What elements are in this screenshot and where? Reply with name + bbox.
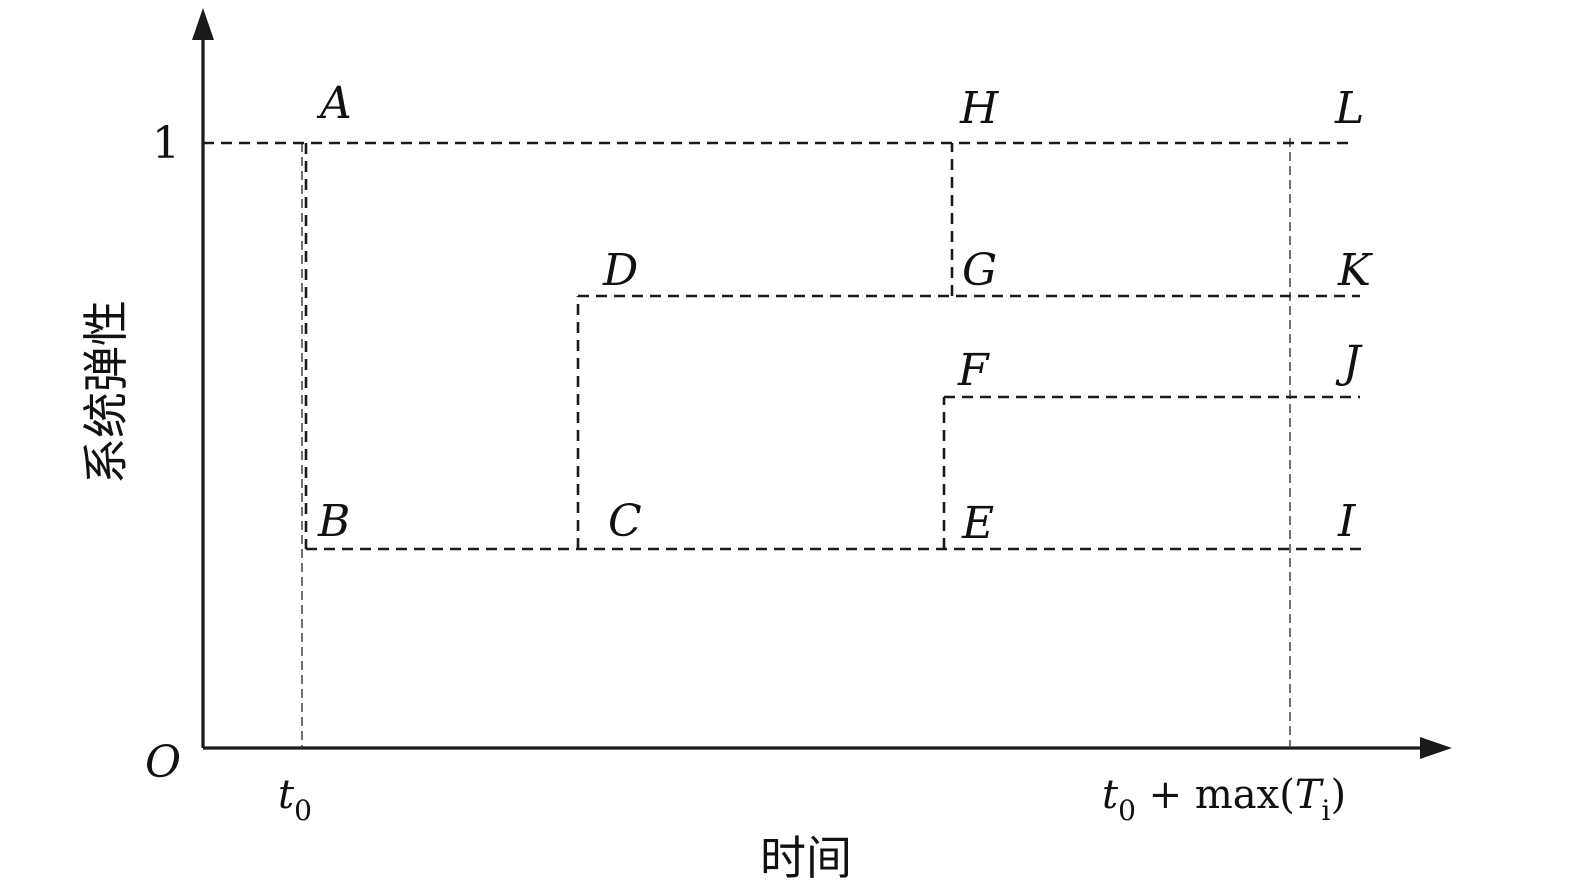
x-tick-end-close: ) [1330,772,1346,818]
x-tick-end-plus-max: + max( [1136,772,1295,818]
x-tick-end-T-sub: i [1321,794,1330,827]
point-G-label: G [962,245,997,296]
point-J-label: J [1335,337,1363,388]
x-tick-t0-base: t [278,772,295,818]
point-K-label: K [1337,245,1373,296]
x-tick-end-label: t0 + max(Ti) [1102,772,1346,827]
resilience-paths [203,141,1362,551]
origin-label: O [145,737,181,788]
point-I-label: I [1337,496,1357,547]
x-tick-end-t-sub: 0 [1118,794,1136,827]
point-L-label: L [1334,83,1364,134]
point-A-label: A [316,78,352,129]
x-tick-t0-label: t0 [278,772,312,827]
point-C-label: C [608,496,642,547]
point-H-label: H [959,83,1000,134]
x-axis-arrow-icon [1420,737,1452,759]
point-B-label: B [317,496,350,547]
y-axis-arrow-icon [192,8,214,40]
x-tick-end-T: T [1295,772,1325,818]
y-tick-1-label: 1 [152,118,180,169]
x-tick-end-t: t [1102,772,1119,818]
point-D-label: D [602,245,638,296]
point-E-label: E [961,498,994,549]
x-tick-t0-sub: 0 [294,794,312,827]
y-axis-title: 系统弹性 [79,300,133,484]
point-F-label: F [957,345,990,396]
x-axis-title: 时间 [760,831,852,885]
